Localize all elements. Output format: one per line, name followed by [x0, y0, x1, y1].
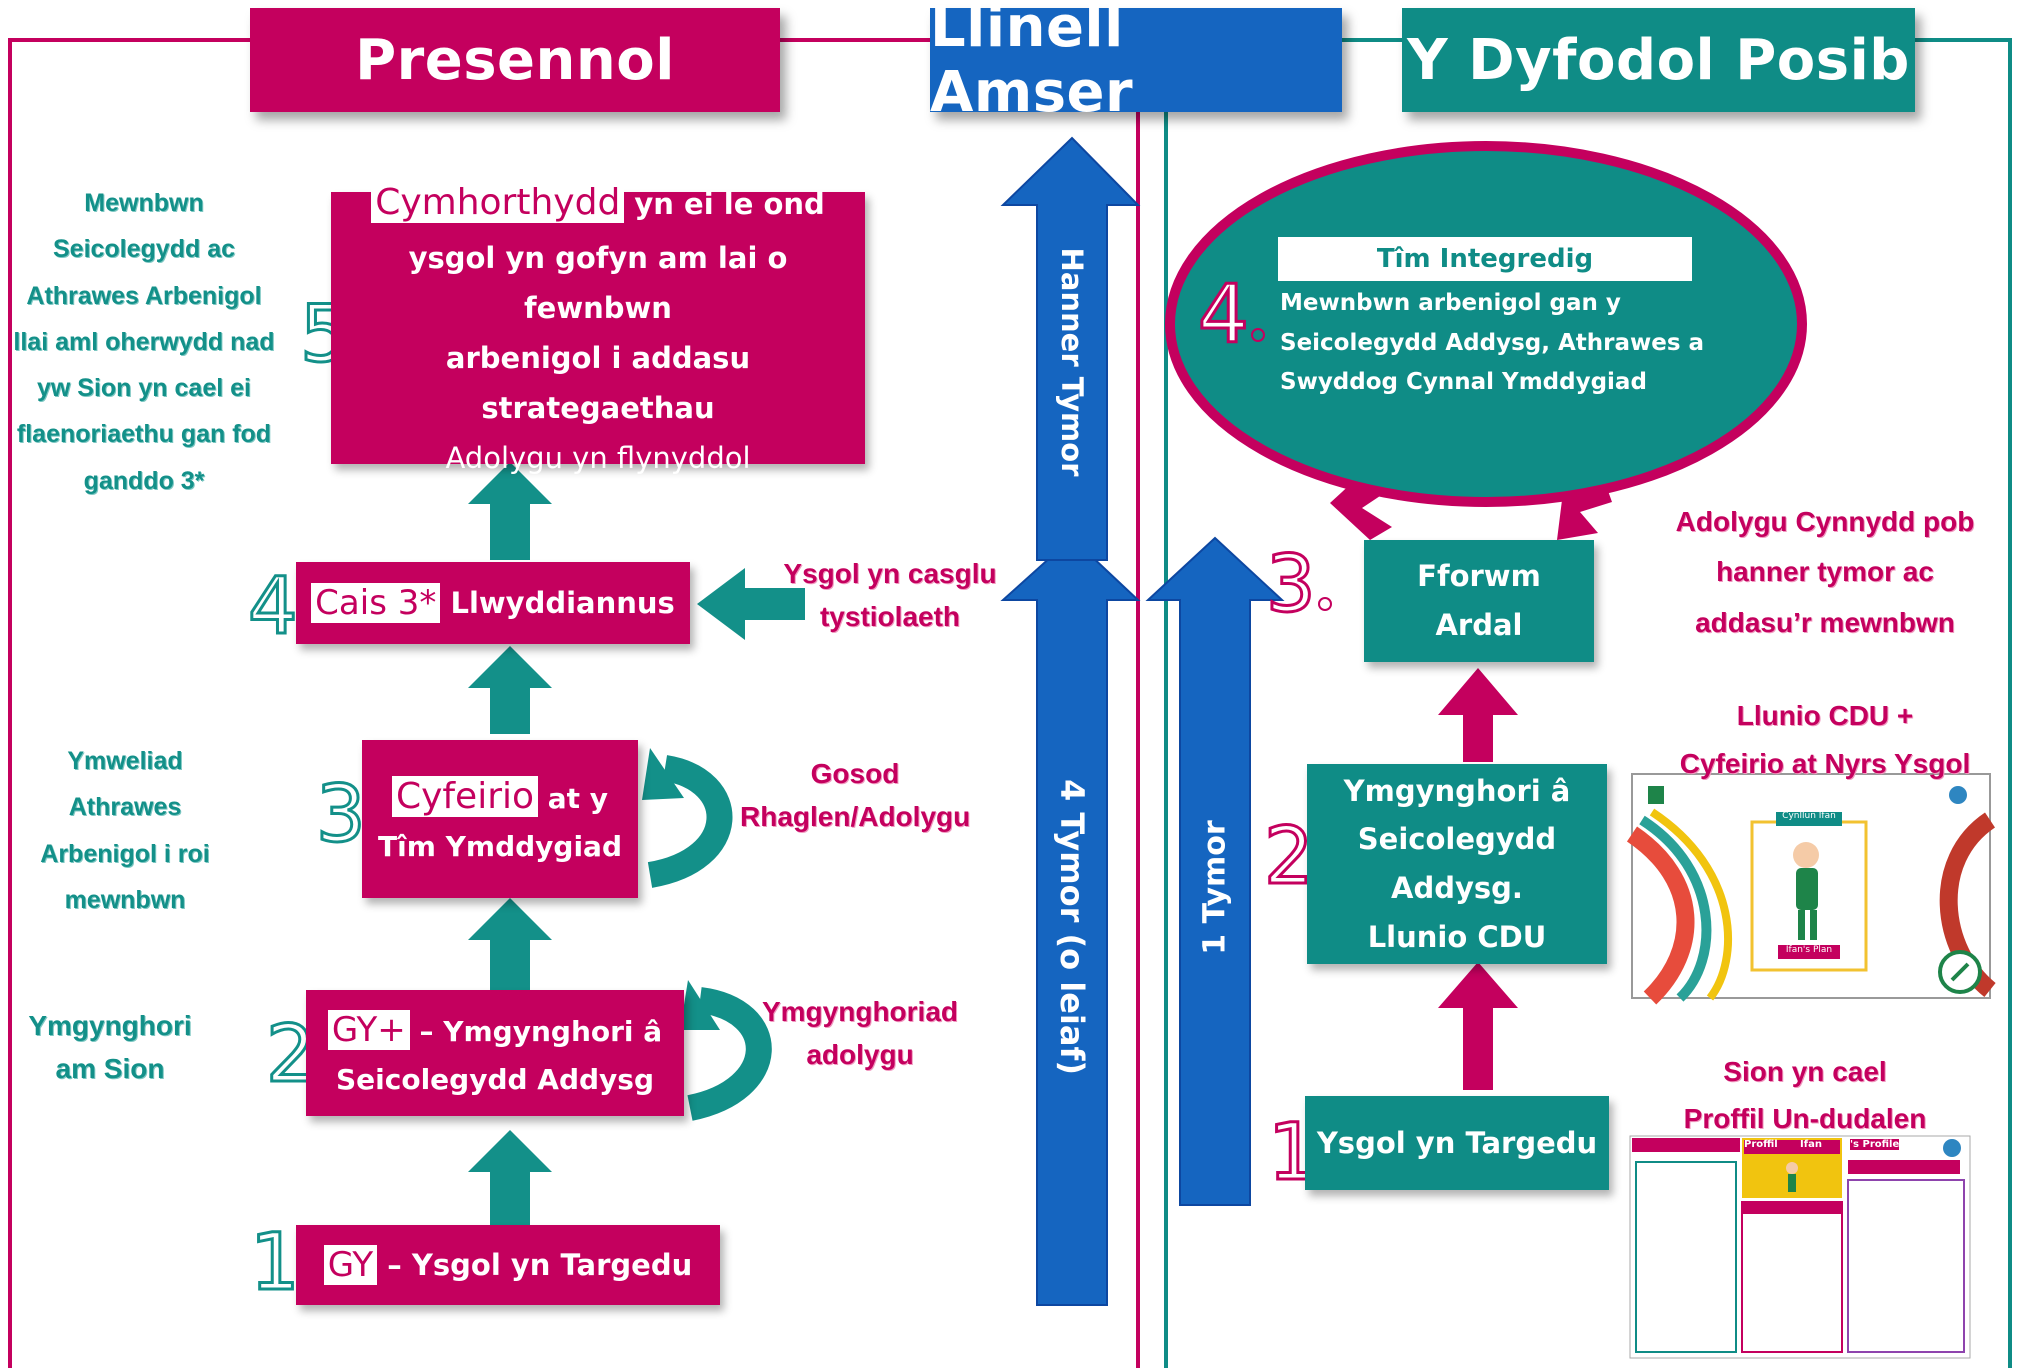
- curved-arrow-head-2: [642, 748, 684, 800]
- present-step-5-highlight: Cymhorthydd: [371, 182, 625, 224]
- header-future: Y Dyfodol Posib: [1402, 8, 1915, 112]
- present-step-1-number: 1: [249, 1217, 316, 1310]
- plan-thumb-caption: Ifan's Plan: [1785, 945, 1833, 955]
- header-timeline: Llinell Amser: [930, 0, 1342, 125]
- present-up-arrows: [468, 462, 805, 1225]
- present-step-2-text: – Ymgynghori â: [419, 1015, 663, 1049]
- future-step-2-box: Ymgynghori â Seicolegydd Addysg. Llunio …: [1307, 764, 1607, 964]
- future-step-3-line-1: Fforwm: [1417, 559, 1541, 594]
- present-step-5-text3: arbenigol i addasu strategaethau: [445, 341, 751, 425]
- future-step-3-box: Fforwm Ardal: [1364, 540, 1594, 662]
- present-step-5-box: Cymhorthydd yn ei le ond ysgol yn gofyn …: [331, 182, 865, 475]
- present-step-5-text4: Adolygu yn flynyddol: [445, 440, 751, 475]
- profile-thumb-tab3: 's Profile: [1850, 1139, 1900, 1150]
- present-step-5-text2: ysgol yn gofyn am lai o fewnbwn: [408, 241, 788, 326]
- integrated-team-line-3: Swyddog Cynnal Ymddygiad: [1280, 369, 1647, 396]
- timeline-arrow-half: [1000, 136, 1141, 561]
- plan-thumbnail: [1626, 773, 1996, 1005]
- curved-arrow-programme: [647, 755, 733, 888]
- present-step-1-text: – Ysgol yn Targedu: [387, 1248, 693, 1282]
- present-step-3-text: at y: [547, 781, 609, 815]
- present-step-1-box: GY – Ysgol yn Targedu: [296, 1225, 720, 1305]
- header-present: Presennol: [250, 8, 780, 112]
- future-step-2-line-1: Ymgynghori â: [1343, 773, 1571, 808]
- integrated-team-ellipse: [1165, 141, 1807, 507]
- present-step-3-highlight: Cyfeirio: [391, 775, 539, 817]
- timeline-arrow-long: [1000, 536, 1141, 1306]
- integrated-team-text: Mewnbwn arbenigol gan y Seicolegydd Addy…: [1280, 284, 1720, 403]
- present-step-1-highlight: GY: [323, 1245, 378, 1285]
- present-step-3-text2: Tîm Ymddygiad: [378, 830, 622, 864]
- header-future-label: Y Dyfodol Posib: [1407, 27, 1910, 93]
- future-step-1-text: Ysgol yn Targedu: [1316, 1126, 1598, 1160]
- profile-thumb-tab2: Ifan: [1800, 1139, 1822, 1150]
- timeline-arrow-short: [1145, 536, 1285, 1206]
- integrated-team-line-2: Seicolegydd Addysg, Athrawes a: [1280, 329, 1705, 356]
- profile-thumbnail: [1629, 1135, 1971, 1359]
- future-step-2-line-3: Addysg.: [1391, 871, 1523, 905]
- present-outline-left: [8, 38, 250, 1368]
- present-step-5-text: yn ei le ond: [634, 187, 825, 222]
- integrated-team-title: Tîm Integredig: [1278, 237, 1692, 281]
- future-outline-right: [1915, 38, 2012, 1368]
- present-step-2-highlight: GY+: [327, 1010, 410, 1051]
- future-step-3-line-2: Ardal: [1435, 608, 1523, 642]
- present-step-2-text2: Seicolegydd Addysg: [335, 1062, 655, 1096]
- up-arrow-2-3: [468, 898, 552, 993]
- timeline-half-label: Hanner Tymor: [1055, 247, 1089, 477]
- left-arrow-evidence: [697, 568, 805, 640]
- present-step-2-box: GY+ – Ymgynghori â Seicolegydd Addysg: [306, 990, 684, 1116]
- up-arrow-f2-f3: [1438, 668, 1518, 762]
- timeline-short-label: 1 Tymor: [1197, 820, 1233, 955]
- present-step-4-highlight: Cais 3*: [311, 583, 441, 623]
- present-step-3-box: Cyfeirio at y Tîm Ymddygiad: [362, 740, 638, 898]
- integrated-team-line-1: Mewnbwn arbenigol gan y: [1280, 290, 1621, 316]
- future-step-2-line-2: Seicolegydd: [1357, 822, 1557, 857]
- header-timeline-label: Llinell Amser: [930, 0, 1134, 125]
- up-arrow-1-2: [468, 1130, 552, 1225]
- plan-thumb-title: Cynllun Ifan: [1782, 811, 1836, 821]
- present-step-4-box: Cais 3* Llwyddiannus: [296, 562, 690, 644]
- timeline-long-label: 4 Tymor (o leiaf): [1053, 778, 1091, 1076]
- curved-arrow-head-1: [680, 980, 720, 1030]
- profile-thumb-tab1: Proffil: [1744, 1139, 1778, 1150]
- curved-arrow-review-consult: [687, 987, 772, 1121]
- up-arrow-3-4: [468, 646, 552, 734]
- future-step-2-line-4: Llunio CDU: [1367, 919, 1547, 954]
- future-step-1-box: Ysgol yn Targedu: [1305, 1096, 1609, 1190]
- header-present-label: Presennol: [355, 27, 675, 93]
- present-step-4-number: 4: [247, 561, 314, 654]
- up-arrow-f1-f2: [1438, 962, 1518, 1090]
- note-plan: Llunio CDU +Cyfeirio at Nyrs Ysgol: [1679, 700, 1971, 779]
- future-step-3-number: 3: [1265, 539, 1332, 632]
- up-arrow-4-5: [468, 462, 552, 560]
- present-step-4-text: Llwyddiannus: [450, 586, 675, 620]
- future-step-4-number: 4: [1197, 267, 1265, 363]
